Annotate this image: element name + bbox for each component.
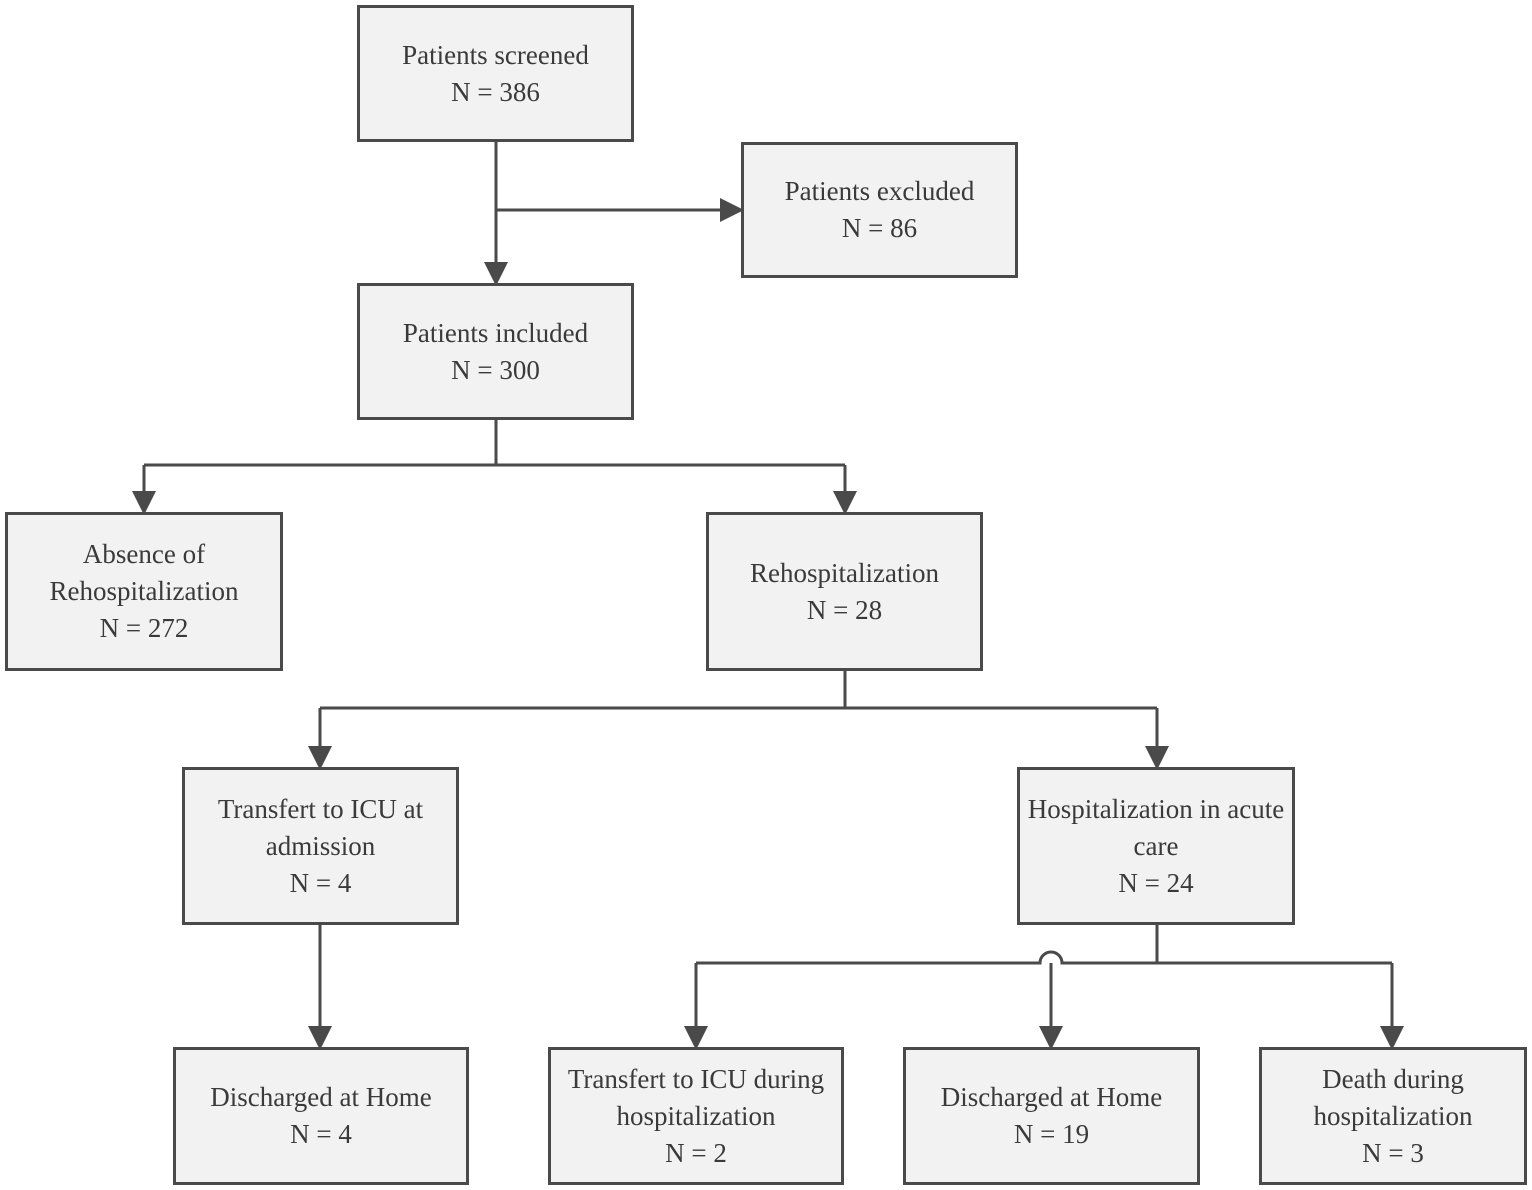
node-count: N = 300 [451,354,540,385]
node-count: N = 3 [1362,1137,1424,1168]
node-patients-excluded: Patients excluded N = 86 [741,142,1018,278]
node-count: N = 28 [806,594,883,625]
node-death-during-hospitalization: Death during hospitalization N = 3 [1259,1047,1527,1185]
node-count: N = 19 [1013,1119,1090,1149]
node-label: Transfert to ICU at [217,793,424,824]
node-absence-of-rehospitalization: Absence of Rehospitalization N = 272 [5,512,283,671]
node-count: N = 24 [1118,867,1194,898]
node-label: Discharged at Home [210,1082,432,1112]
node-count: N = 2 [665,1137,727,1168]
node-count: N = 86 [841,213,918,243]
node-label: Hospitalization in acute [1027,793,1285,824]
node-label: Patients screened [402,39,589,70]
node-patients-included: Patients included N = 300 [357,283,634,420]
node-label: Patients included [402,317,589,348]
node-label: Discharged at Home [940,1082,1163,1112]
node-transfert-icu-admission: Transfert to ICU at admission N = 4 [182,767,459,925]
node-label: Rehospitalization [49,576,239,606]
node-label: Absence of [82,539,206,569]
connector-rehosp-split [320,669,1157,710]
connector-acute-split [696,923,1159,965]
node-label: hospitalization [1313,1100,1473,1131]
node-label: Patients excluded [784,176,975,206]
node-label: Death during [1322,1063,1464,1094]
node-rehospitalization: Rehospitalization N = 28 [706,512,983,671]
node-count: N = 4 [289,867,352,898]
node-discharged-home-icu: Discharged at Home N = 4 [173,1047,469,1185]
node-hospitalization-acute-care: Hospitalization in acute care N = 24 [1017,767,1295,925]
node-patients-screened: Patients screened N = 386 [357,5,634,142]
node-count: N = 386 [451,76,540,107]
node-label: admission [265,830,376,861]
connector-included-split [144,419,845,467]
node-transfert-icu-during: Transfert to ICU during hospitalization … [548,1047,844,1185]
node-label: Transfert to ICU during [567,1063,825,1094]
node-label: Rehospitalization [750,557,939,588]
node-count: N = 272 [99,613,189,643]
node-count: N = 4 [290,1119,352,1149]
node-label: hospitalization [616,1100,776,1131]
node-discharged-home-acute: Discharged at Home N = 19 [903,1047,1200,1185]
node-label: care [1133,830,1179,861]
